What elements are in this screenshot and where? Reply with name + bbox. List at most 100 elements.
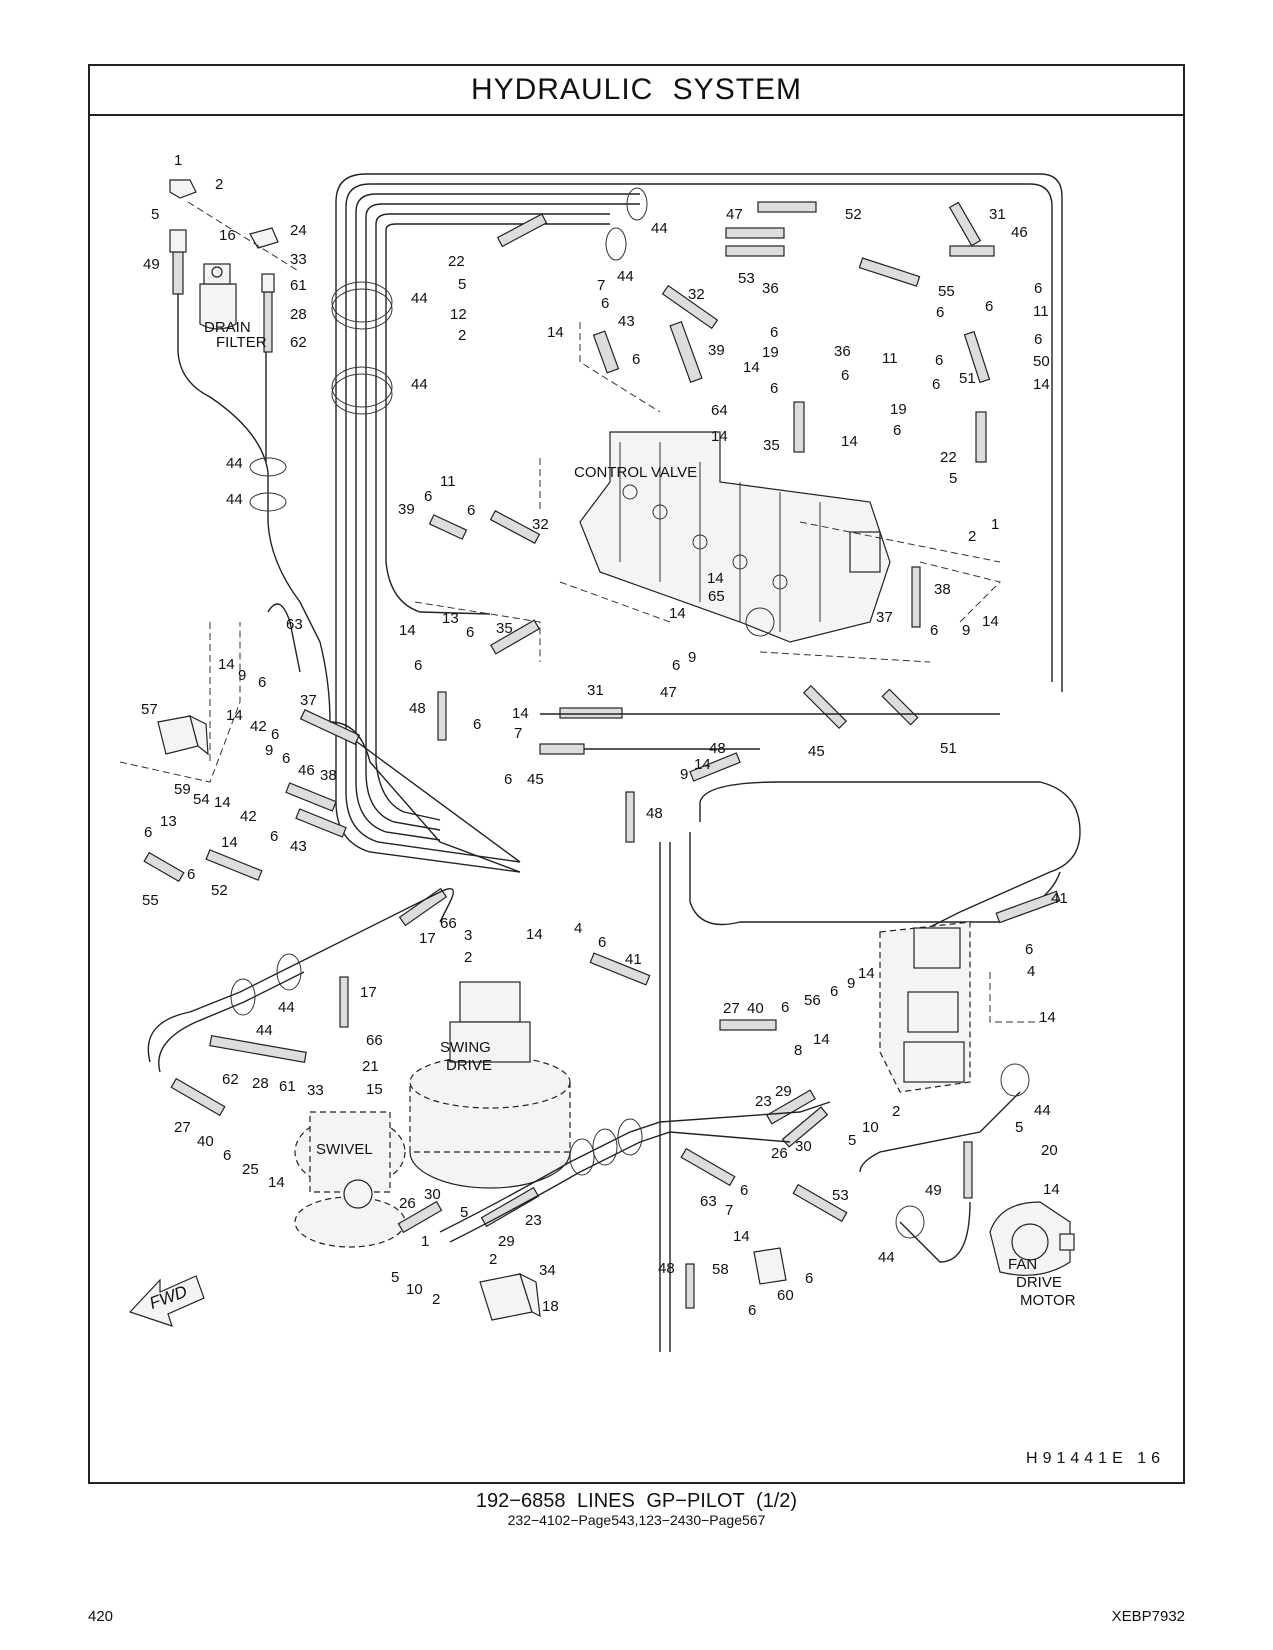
callout: 30 [795,1138,812,1155]
callout: 21 [362,1058,379,1075]
callout: 38 [320,767,337,784]
callout: 4 [1027,963,1035,980]
callout: 44 [617,268,634,285]
callout: 52 [211,882,228,899]
callout: 14 [707,570,724,587]
callout: 3 [464,927,472,944]
callout: 26 [399,1195,416,1212]
callout: 24 [290,222,307,239]
callout: 39 [708,342,725,359]
callout: 9 [962,622,970,639]
fan-motor-label-3: MOTOR [1020,1292,1076,1309]
callout: 32 [532,516,549,533]
callout: 6 [770,380,778,397]
callout: 44 [226,491,243,508]
callout: 44 [1034,1102,1051,1119]
callout: 14 [813,1031,830,1048]
callout: 14 [547,324,564,341]
callout: 44 [651,220,668,237]
callout: 1 [421,1233,429,1250]
manifold-57 [157,714,209,756]
callout: 48 [709,740,726,757]
callout: 35 [496,620,513,637]
callout: 39 [398,501,415,518]
callout: 19 [890,401,907,418]
callout: 2 [215,176,223,193]
callout: 50 [1033,353,1050,370]
callout: 6 [770,324,778,341]
callout: 19 [762,344,779,361]
callout: 63 [286,616,303,633]
callout: 9 [847,975,855,992]
swing-drive [409,981,571,1189]
callout: 2 [458,327,466,344]
callout: 8 [794,1042,802,1059]
callout: 27 [723,1000,740,1017]
callout: 6 [830,983,838,1000]
callout: 33 [290,251,307,268]
callout: 53 [738,270,755,287]
callout: 14 [221,834,238,851]
drain-filter-label: DRAIN [204,319,251,336]
callout: 43 [290,838,307,855]
callout: 47 [726,206,743,223]
callout: 5 [151,206,159,223]
callout: 6 [504,771,512,788]
callout: 31 [587,682,604,699]
callout: 63 [700,1193,717,1210]
callout: 15 [366,1081,383,1098]
callout: 5 [949,470,957,487]
hose-49 [172,251,184,295]
callout: 33 [307,1082,324,1099]
hydraulic-diagram: FWD DRAIN FILTER CONTROL VALVE SWING DRI… [119,152,1081,1352]
callout: 6 [748,1302,756,1319]
callout: 6 [740,1182,748,1199]
callout: 2 [464,949,472,966]
drain-filter-label-2: FILTER [216,334,267,351]
callout: 14 [214,794,231,811]
callout: 44 [411,290,428,307]
callout: 60 [777,1287,794,1304]
fitting-1 [169,179,197,199]
callout: 45 [808,743,825,760]
callout: 49 [925,1182,942,1199]
block-60 [753,1247,787,1285]
callout: 6 [187,866,195,883]
callout: 62 [290,334,307,351]
callout: 43 [618,313,635,330]
callout: 29 [498,1233,515,1250]
callout: 26 [771,1145,788,1162]
callout-numbers: 1 2 5 24 16 33 49 61 28 62 44 44 44 44 2… [141,152,1068,1319]
figure-caption: 192−6858 LINES GP−PILOT (1/2) [475,1490,798,1512]
callout: 14 [669,605,686,622]
callout: 32 [688,286,705,303]
fan-motor-label-2: DRIVE [1016,1274,1062,1291]
swing-drive-label: SWING [440,1039,491,1056]
callout: 28 [252,1075,269,1092]
callout: 17 [419,930,436,947]
callout: 66 [440,915,457,932]
swing-drive-label-2: DRIVE [446,1057,492,1074]
callout: 14 [711,428,728,445]
callout: 6 [414,657,422,674]
callout: 2 [892,1103,900,1120]
callout: 54 [193,791,210,808]
callout: 44 [278,999,295,1016]
callout: 36 [834,343,851,360]
callout: 6 [223,1147,231,1164]
callout: 53 [832,1187,849,1204]
callout: 51 [959,370,976,387]
callout: 22 [448,253,465,270]
callout: 44 [256,1022,273,1039]
callout: 6 [985,298,993,315]
callout: 6 [258,674,266,691]
callout: 62 [222,1071,239,1088]
callout: 48 [409,700,426,717]
callout: 6 [1034,331,1042,348]
callout: 13 [160,813,177,830]
callout: 30 [424,1186,441,1203]
callout: 7 [725,1202,733,1219]
callout: 14 [1033,376,1050,393]
callout: 18 [542,1298,559,1315]
swivel [294,1111,406,1248]
